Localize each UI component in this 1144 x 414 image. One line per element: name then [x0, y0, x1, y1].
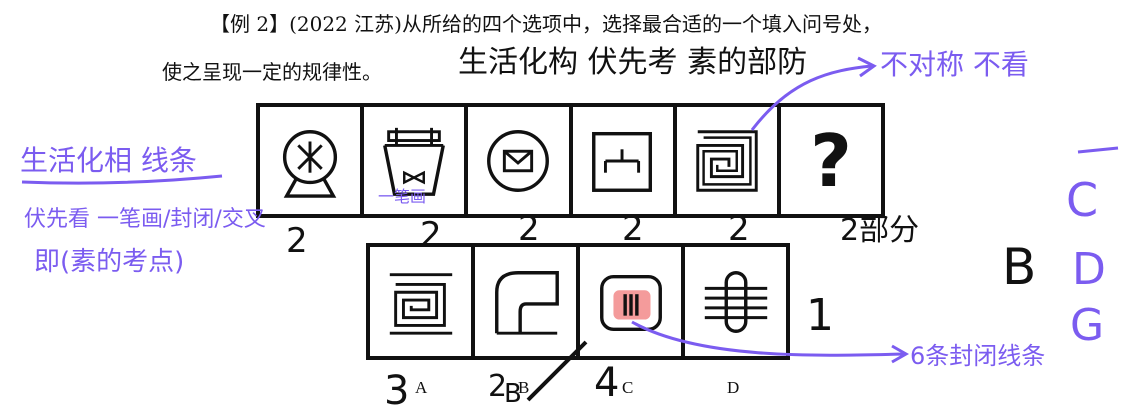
right-dash — [1077, 146, 1119, 154]
right-letter-d: D — [1072, 244, 1106, 295]
right-letter-c: C — [1066, 173, 1098, 227]
option-c-label[interactable]: C — [622, 378, 634, 397]
figure-question: ? — [781, 107, 881, 214]
rounded-square-bars-icon — [599, 274, 662, 331]
arrow-note: 不对称 不看 — [880, 48, 1029, 81]
right-note: 6条封闭线条 — [910, 342, 1045, 370]
count-c: 4 — [594, 360, 619, 406]
count-a: 3 — [384, 368, 409, 414]
option-a-label[interactable]: A — [415, 378, 428, 397]
left-note-2: 伏先看 一笔画/封闭/交叉 — [24, 207, 266, 232]
option-c-figure[interactable] — [580, 247, 685, 356]
meander-pattern-icon — [696, 129, 758, 192]
valve-machine-icon — [383, 127, 446, 196]
right-letter-b: B — [1002, 238, 1036, 296]
envelope-in-circle-icon — [487, 129, 550, 192]
c-arrow-head-icon — [891, 344, 910, 364]
count-1: 2 — [286, 221, 308, 261]
right-letter-g: G — [1070, 300, 1104, 351]
underline-mark — [21, 174, 223, 185]
figure-5 — [677, 107, 781, 214]
table-in-square-icon — [591, 131, 652, 192]
option-figures — [366, 243, 790, 360]
left-note-3: 即(素的考点) — [34, 247, 184, 277]
figure-3 — [468, 107, 573, 214]
option-b-figure[interactable] — [475, 247, 580, 356]
arrow-head-icon — [857, 56, 877, 78]
question-mark: ? — [810, 118, 852, 203]
capsule-with-pins-icon — [704, 270, 767, 333]
option-a-figure[interactable] — [370, 247, 475, 356]
top-scribble: 生活化构 伏先考 素的部防 — [458, 45, 807, 80]
question-line-2: 使之呈现一定的规律性。 — [162, 60, 382, 84]
option-b-label[interactable]: B — [518, 378, 530, 397]
figure-4 — [573, 107, 677, 214]
figure-sequence: ? — [256, 103, 885, 218]
wheel-on-stand-icon — [283, 129, 338, 198]
option-d-figure[interactable] — [685, 247, 786, 356]
left-note-1: 生活化相 线条 — [20, 144, 197, 177]
pipe-elbow-icon — [494, 270, 559, 335]
figure-2 — [364, 107, 469, 214]
option-d-label[interactable]: D — [727, 378, 740, 397]
count-b: 2 — [488, 369, 507, 404]
figure-1 — [260, 107, 365, 214]
question-line-1: 【例 2】(2022 江苏)从所给的四个选项中，选择最合适的一个填入问号处， — [210, 12, 882, 36]
count-d: 1 — [806, 290, 834, 341]
count-6: 2部分 — [840, 213, 919, 248]
spiral-square-icon — [389, 272, 452, 335]
